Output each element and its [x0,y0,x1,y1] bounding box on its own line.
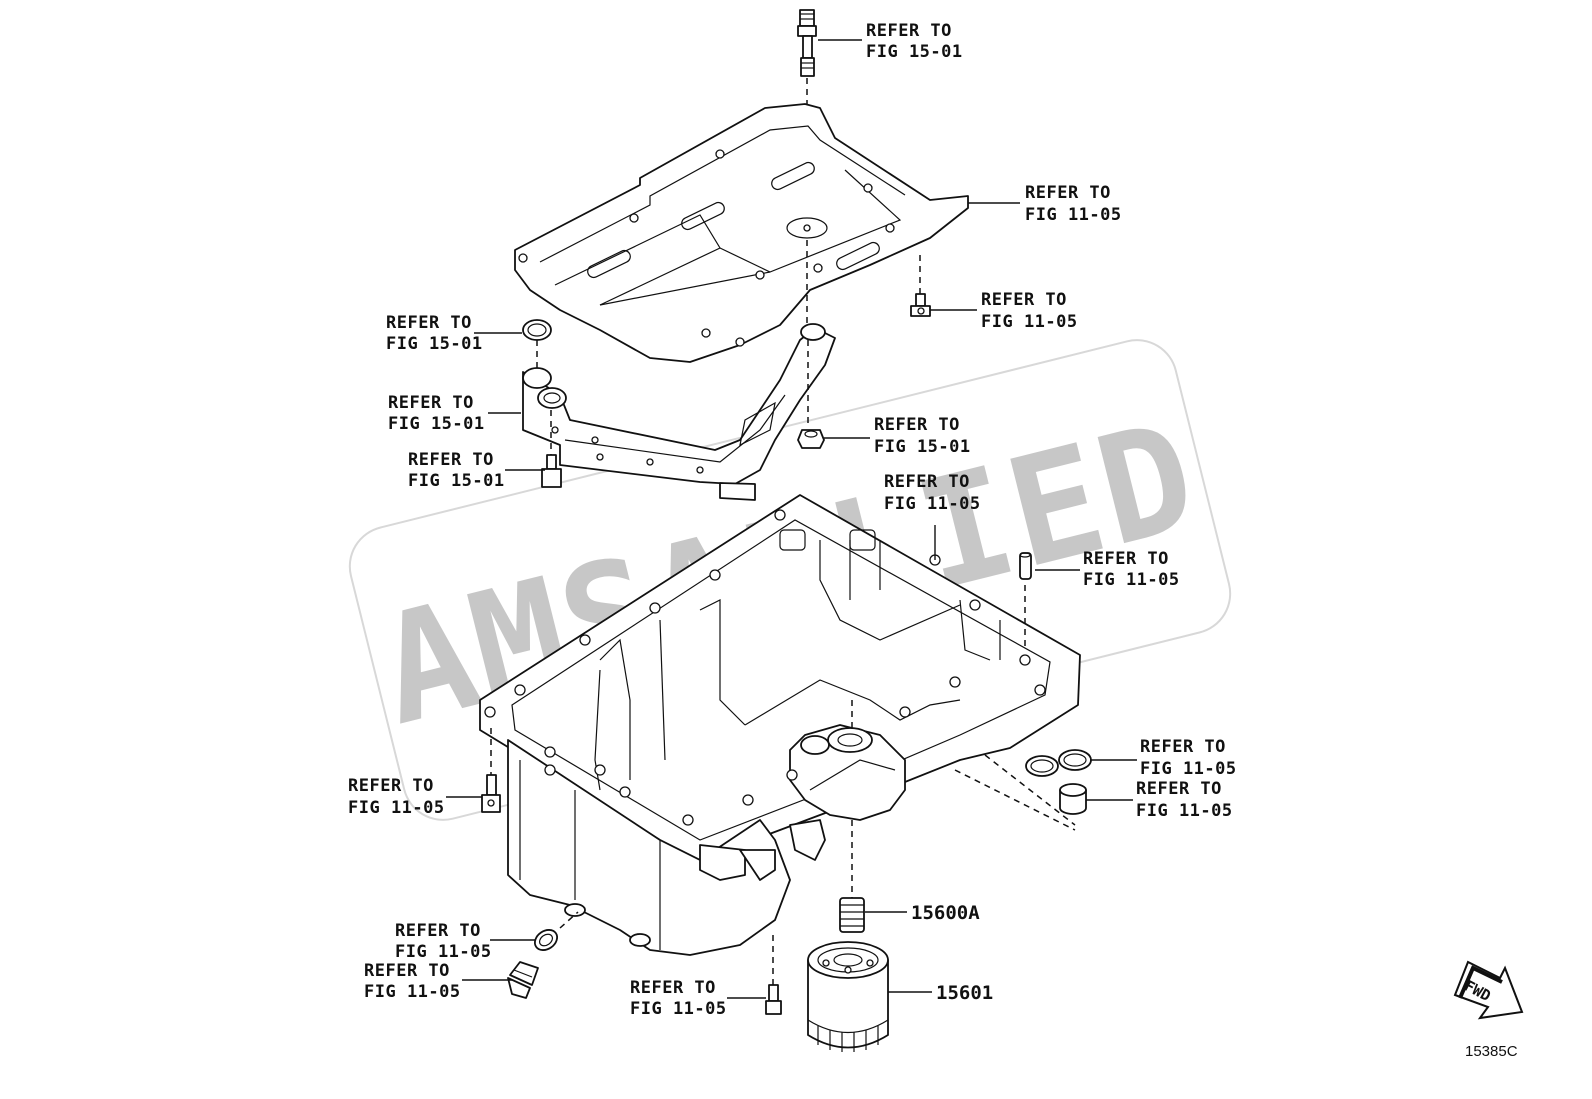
dowel-pin [1019,552,1032,650]
callout-line2: FIG 15-01 [386,334,483,354]
callout-pickup-oring: REFER TO FIG 15-01 [386,313,483,354]
part-number-15600a[interactable]: 15600A [911,902,980,924]
callout-top-bolt: REFER TO FIG 15-01 [866,21,963,62]
drain-plug [507,961,539,999]
callout-line2: FIG 11-05 [364,982,461,1002]
callout-line2: FIG 11-05 [1140,759,1237,779]
callout-line1: REFER TO [1083,549,1169,569]
fwd-arrow-icon: FWD [1453,960,1524,1020]
pan-bolt-left [481,774,501,813]
callout-line2: FIG 11-05 [1136,801,1233,821]
right-plug [1059,783,1087,815]
callout-line2: FIG 11-05 [884,494,981,514]
callout-pickup-bolt: REFER TO FIG 15-01 [408,450,505,491]
leader-lines [446,39,1137,999]
callout-right-plug: REFER TO FIG 11-05 [1136,779,1233,821]
callout-line1: REFER TO [1140,737,1226,757]
pan-bolt-lower [765,984,782,1015]
callout-drain-plug: REFER TO FIG 11-05 [364,961,461,1002]
drawing-number: 15385C [1465,1043,1518,1060]
callout-line2: FIG 15-01 [408,471,505,491]
oil-filter-union-bolt [839,897,865,933]
callout-line2: FIG 15-01 [874,437,971,457]
callout-line1: REFER TO [981,290,1067,310]
callout-line2: FIG 11-05 [1083,570,1180,590]
callout-pickup-tube: REFER TO FIG 15-01 [388,393,485,434]
callout-line1: REFER TO [364,961,450,981]
callout-line2: FIG 11-05 [1025,205,1122,225]
callout-line1: REFER TO [1025,183,1111,203]
callout-pan-bolt-lower: REFER TO FIG 11-05 [630,978,727,1019]
callout-line2: FIG 15-01 [866,42,963,62]
callout-oil-pan: REFER TO FIG 11-05 [884,472,981,514]
callout-baffle-plate: REFER TO FIG 11-05 [1025,183,1122,225]
callout-line1: REFER TO [874,415,960,435]
callout-line2: FIG 11-05 [981,312,1078,332]
callout-line2: FIG 15-01 [388,414,485,434]
callout-pickup-nut: REFER TO FIG 15-01 [874,415,971,457]
callout-line1: REFER TO [630,978,716,998]
pickup-bolt [541,410,562,488]
callout-line2: FIG 11-05 [630,999,727,1019]
callout-line1: REFER TO [386,313,472,333]
oil-pickup-assembly [522,319,836,501]
oil-filter [807,941,889,1052]
callout-right-oring: REFER TO FIG 11-05 [1140,737,1237,779]
baffle-bolt-right [910,293,931,317]
part-number-15601[interactable]: 15601 [936,982,993,1004]
callout-line1: REFER TO [884,472,970,492]
top-stud-bolt [797,9,817,77]
pickup-nut [797,429,825,449]
callout-line1: REFER TO [388,393,474,413]
callout-line1: REFER TO [348,776,434,796]
callout-line2: FIG 11-05 [348,798,445,818]
oil-pan [479,494,1081,956]
callout-pan-bolt-left: REFER TO FIG 11-05 [348,776,445,818]
callout-drain-gasket: REFER TO FIG 11-05 [395,921,492,962]
callout-line1: REFER TO [866,21,952,41]
callout-baffle-bolt: REFER TO FIG 11-05 [981,290,1078,332]
callout-line2: FIG 11-05 [395,942,492,962]
callout-line1: REFER TO [408,450,494,470]
callout-line1: REFER TO [395,921,481,941]
oil-baffle-plate [514,103,969,363]
right-oring-pair [1025,749,1092,777]
callout-line1: REFER TO [1136,779,1222,799]
drain-gasket [533,929,559,951]
callout-dowel-pin: REFER TO FIG 11-05 [1083,549,1180,590]
